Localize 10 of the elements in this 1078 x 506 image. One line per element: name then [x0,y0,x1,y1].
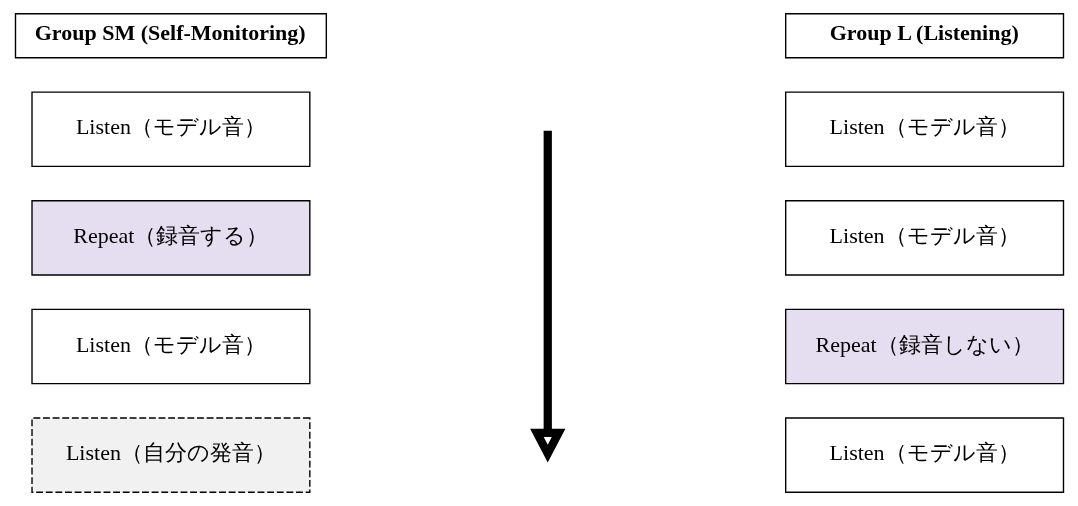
node-box: Listen（モデル音） [784,91,1064,168]
node-box: Listen（モデル音） [30,91,310,168]
node-box: Listen（モデル音） [30,308,310,385]
node-box: Listen（モデル音） [784,417,1064,493]
node-box: Group L (Listening) [784,13,1064,59]
node-box: Group SM (Self-Monitoring) [14,13,327,59]
node-box: Listen（自分の発音） [30,417,310,493]
node-box: Repeat（録音する） [30,200,310,276]
node-box: Listen（モデル音） [784,200,1064,276]
node-box: Repeat（録音しない） [784,308,1064,385]
